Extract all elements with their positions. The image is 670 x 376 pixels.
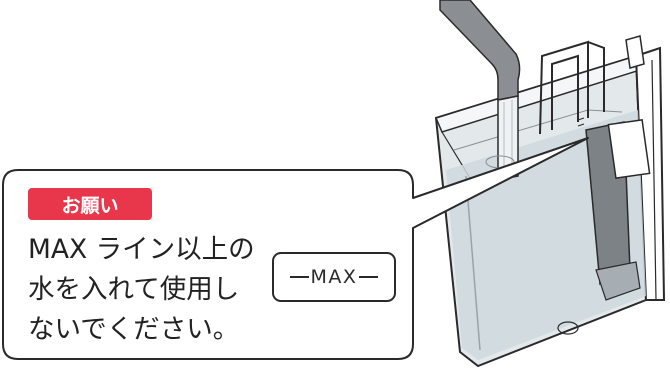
notice-badge-label: お願い: [61, 194, 119, 217]
tank-inner-wall: [465, 175, 481, 351]
warning-line-1: MAX ライン以上の: [28, 234, 255, 265]
warning-line-2: 水を入れて使用し: [28, 274, 240, 305]
warning-line-3: ないでください。: [28, 314, 240, 345]
inlet-pipe: [439, 0, 521, 101]
clear-tube: [497, 95, 519, 181]
float-label-plate: [607, 119, 651, 179]
handle: [539, 40, 589, 135]
filter-base: [595, 261, 641, 301]
max-line-indicator: MAX: [272, 252, 396, 302]
max-label: MAX: [310, 266, 358, 288]
max-line-left: [289, 276, 309, 278]
drain-oval: [557, 321, 579, 335]
max-line-right: [359, 276, 379, 278]
notice-badge: お願い: [28, 188, 152, 220]
warning-message: MAX ライン以上の 水を入れて使用し ないでください。: [28, 230, 258, 350]
